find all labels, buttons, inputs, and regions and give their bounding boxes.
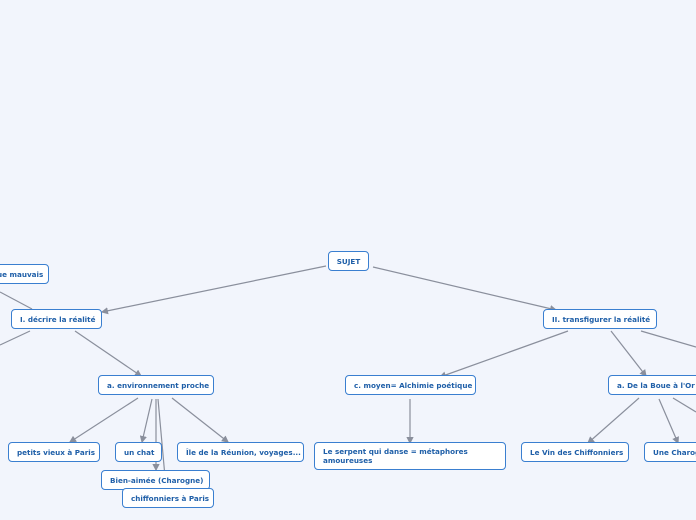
node-root[interactable]: SUJET <box>328 251 369 271</box>
node-item-petits-vieux[interactable]: petits vieux à Paris <box>8 442 100 462</box>
link-branch2-a <box>610 330 647 377</box>
link-a-chat <box>139 398 153 444</box>
link-boue-offright <box>672 397 696 413</box>
node-item-charog[interactable]: Une Charog <box>644 442 696 462</box>
node-item-serpent[interactable]: Le serpent qui danse = métaphores amoure… <box>314 442 506 470</box>
node-item-reunion[interactable]: Île de la Réunion, voyages... <box>177 442 304 462</box>
node-item-vin[interactable]: Le Vin des Chiffonniers <box>521 442 629 462</box>
link-a-petits <box>68 397 139 443</box>
link-a-reunion <box>171 397 229 443</box>
link-branch2-c <box>438 330 569 379</box>
node-branch2-c[interactable]: c. moyen= Alchimie poétique <box>345 375 476 395</box>
link-branch2-offright <box>640 330 696 348</box>
link-lefttop-branch1 <box>0 291 33 310</box>
node-item-chat[interactable]: un chat <box>115 442 162 462</box>
link-boue-vin <box>587 397 640 444</box>
node-left-top[interactable]: ue mauvais <box>0 264 49 284</box>
link-boue-charog <box>658 398 679 445</box>
link-branch1-offleft <box>0 330 31 346</box>
link-branch1-a <box>74 330 142 377</box>
node-branch2-a[interactable]: a. De la Boue à l'Or <box>608 375 696 395</box>
node-branch2[interactable]: II. transfigurer la réalité <box>543 309 657 329</box>
node-branch1[interactable]: I. décrire la réalité <box>11 309 102 329</box>
node-branch1-a[interactable]: a. environnement proche <box>98 375 214 395</box>
link-root-branch2 <box>372 266 558 313</box>
link-root-branch1 <box>100 265 327 315</box>
node-item-bien-aimee[interactable]: Bien-aimée (Charogne) <box>101 470 210 490</box>
node-item-chiffonniers[interactable]: chiffonniers à Paris <box>122 488 214 508</box>
